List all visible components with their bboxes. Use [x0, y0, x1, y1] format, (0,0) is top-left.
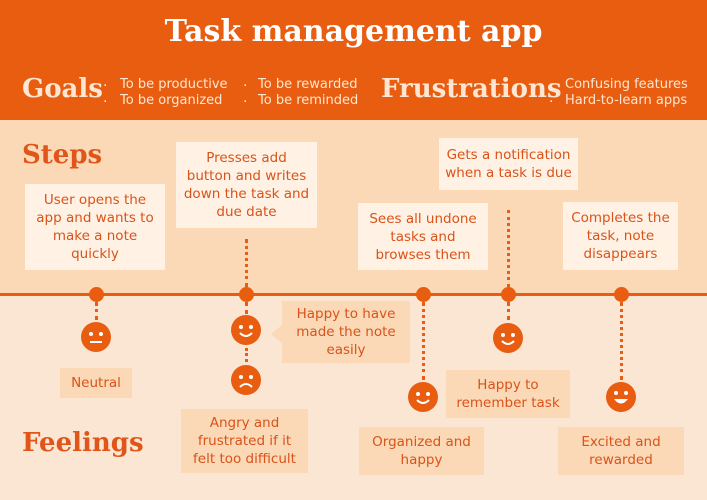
feeling-box: Neutral [60, 368, 132, 398]
callout-pointer [271, 325, 282, 343]
steps-label: Steps [22, 140, 103, 170]
timeline-node [614, 287, 629, 302]
timeline-node [416, 287, 431, 302]
bullet-icon: · [549, 78, 554, 94]
smile-face-icon [493, 323, 523, 353]
sad-face-icon [231, 365, 261, 395]
timeline-node [239, 287, 254, 302]
bullet-icon: · [103, 78, 108, 94]
connector-line [507, 302, 510, 320]
step-box: Sees all undone tasks and browses them [358, 203, 488, 270]
page-title: Task management app [164, 14, 543, 49]
connector-line [245, 239, 248, 287]
feelings-label: Feelings [22, 428, 144, 458]
step-box: Gets a notification when a task is due [439, 138, 578, 190]
step-box: Presses add button and writes down the t… [176, 142, 317, 228]
feeling-box: Happy to have made the note easily [282, 301, 410, 363]
timeline [0, 293, 707, 296]
feeling-box: Organized and happy [359, 427, 484, 475]
connector-line [620, 302, 623, 380]
bullet-icon: · [243, 78, 248, 94]
feeling-box: Excited and rewarded [558, 427, 684, 475]
connector-line [95, 302, 98, 320]
step-box: Completes the task, note disappears [563, 202, 678, 270]
excited-face-icon [606, 382, 636, 412]
bullet-icon: · [103, 94, 108, 110]
bullet-icon: · [549, 94, 554, 110]
timeline-node [501, 287, 516, 302]
frustration-item: Hard-to-learn apps [565, 93, 688, 108]
feeling-box: Happy to remember task [446, 370, 570, 418]
goal-item: To be productive [120, 77, 228, 92]
goal-item: To be reminded [258, 93, 359, 108]
connector-line [245, 302, 248, 314]
frustrations-label: Frustrations [381, 74, 562, 104]
goals-label: Goals [22, 74, 103, 104]
frustration-item: Confusing features [565, 77, 688, 92]
connector-line [245, 348, 248, 362]
feeling-box: Angry and frustrated if it felt too diff… [181, 409, 308, 473]
header-banner: Task management app Goals · · To be prod… [0, 0, 707, 120]
connector-line [507, 210, 510, 287]
connector-line [422, 302, 425, 380]
smile-face-icon [231, 315, 261, 345]
bullet-icon: · [243, 94, 248, 110]
goal-item: To be organized [120, 93, 223, 108]
goal-item: To be rewarded [258, 77, 358, 92]
step-box: User opens the app and wants to make a n… [25, 184, 165, 270]
smile-face-icon [408, 382, 438, 412]
timeline-node [89, 287, 104, 302]
neutral-face-icon [81, 322, 111, 352]
